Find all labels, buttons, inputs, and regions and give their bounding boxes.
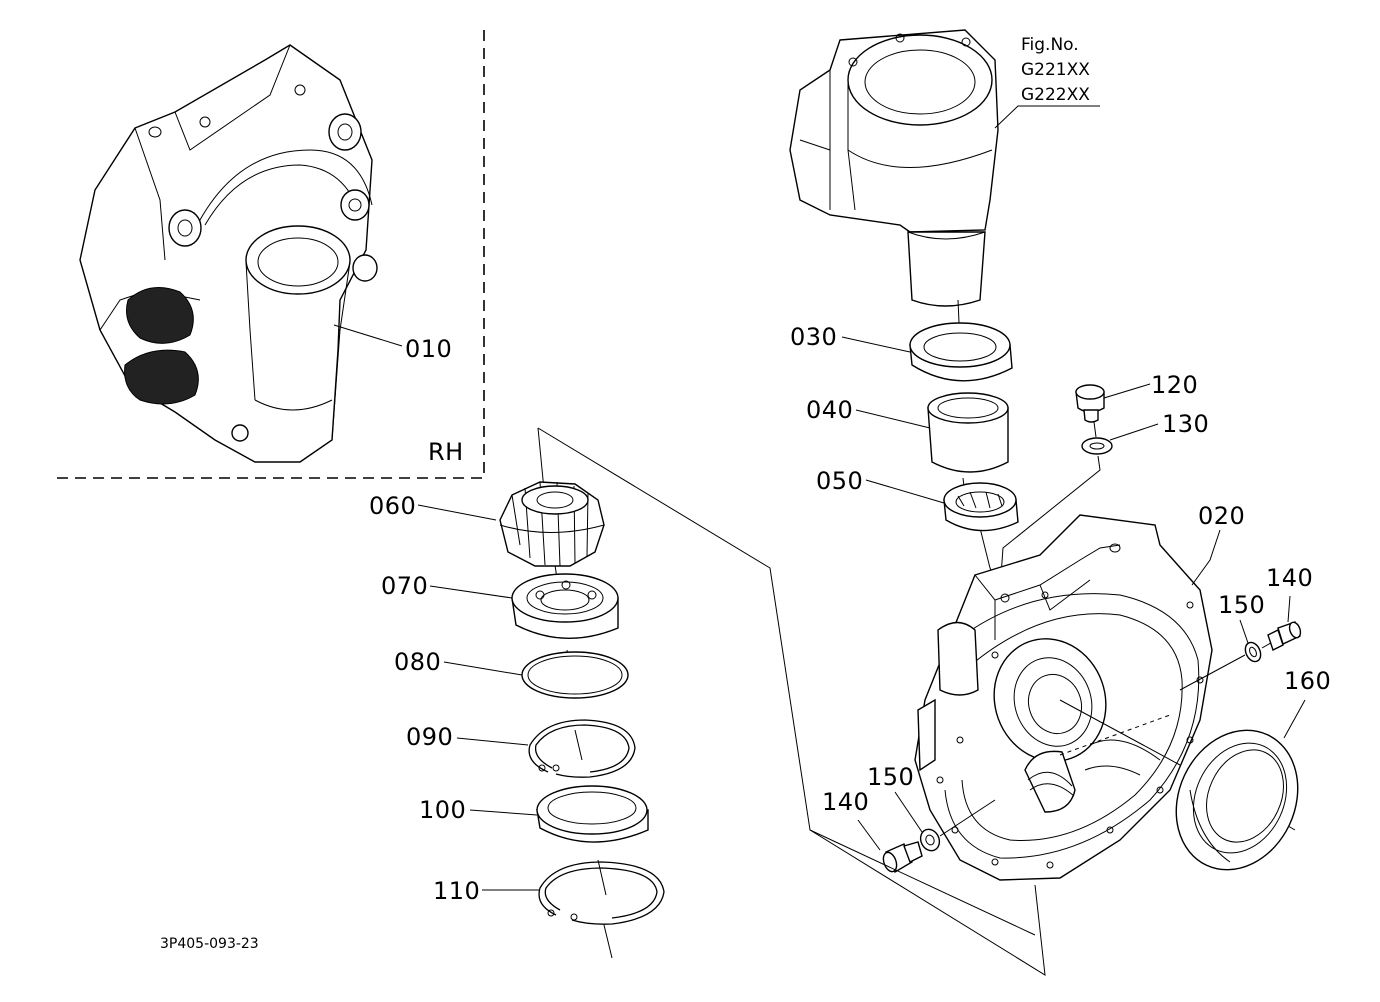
label-100[interactable]: 100 [419,796,467,824]
inset-border [50,30,485,479]
part-010-gear-case-rh[interactable] [79,44,378,463]
label-130[interactable]: 130 [1162,410,1210,438]
label-160[interactable]: 160 [1284,667,1332,695]
leader-100 [469,809,538,816]
label-150-left[interactable]: 150 [867,763,915,791]
leader-070 [429,585,513,599]
part-040-collar[interactable] [927,392,1009,473]
leader-120 [1103,383,1151,399]
leader-150-right [1239,619,1249,644]
part-120-plug[interactable] [1075,384,1105,423]
inset-label-rh: RH [428,438,464,466]
figure-number-1: G221XX [1021,60,1090,80]
label-060[interactable]: 060 [369,492,417,520]
part-160-oil-seal[interactable] [1154,710,1320,890]
part-060-bevel-pinion[interactable] [499,481,605,567]
part-080-shim[interactable] [521,651,629,699]
part-140-plug-left[interactable] [881,841,923,873]
part-070-bearing[interactable] [511,573,619,639]
assembly-outline-lower [809,829,1036,936]
part-020-gear-case[interactable] [914,514,1213,881]
label-010[interactable]: 010 [405,335,453,363]
label-090[interactable]: 090 [406,723,454,751]
leader-080 [443,661,523,676]
label-120[interactable]: 120 [1151,371,1199,399]
figure-title: Fig.No. [1021,35,1079,55]
leader-160 [1283,699,1306,739]
leader-140-left [857,819,881,851]
leader-060 [417,504,497,521]
leader-030 [841,336,911,353]
part-030-oil-seal[interactable] [909,322,1013,382]
part-050-bearing[interactable] [943,482,1019,532]
drawing-code: 3P405-093-23 [160,936,259,952]
label-040[interactable]: 040 [806,396,854,424]
label-050[interactable]: 050 [816,467,864,495]
leader-090 [456,737,529,746]
hidden-line [1059,714,1171,756]
label-140-left[interactable]: 140 [822,788,870,816]
label-080[interactable]: 080 [394,648,442,676]
leader-150-left [894,791,923,833]
label-070[interactable]: 070 [381,572,429,600]
leader-050 [865,479,945,504]
part-140-plug-right[interactable] [1267,621,1302,651]
leader-040 [855,409,931,429]
leader-fig [994,105,1100,129]
part-150-washer-left[interactable] [917,826,943,854]
label-150-right[interactable]: 150 [1218,591,1266,619]
label-110[interactable]: 110 [433,877,481,905]
leader-130 [1109,423,1159,441]
label-140-right[interactable]: 140 [1266,564,1314,592]
part-150-washer-right[interactable] [1242,640,1263,664]
part-130-washer[interactable] [1081,437,1113,455]
figure-number-2: G222XX [1021,85,1090,105]
leader-010 [333,324,403,347]
axle-housing-reference [789,29,999,307]
label-030[interactable]: 030 [790,323,838,351]
part-090-snap-ring[interactable] [528,719,636,778]
part-100-collar[interactable] [536,785,649,843]
label-020[interactable]: 020 [1198,502,1246,530]
part-110-snap-ring[interactable] [538,861,665,925]
leader-020 [1191,529,1221,586]
leader-140-right [1287,595,1291,623]
